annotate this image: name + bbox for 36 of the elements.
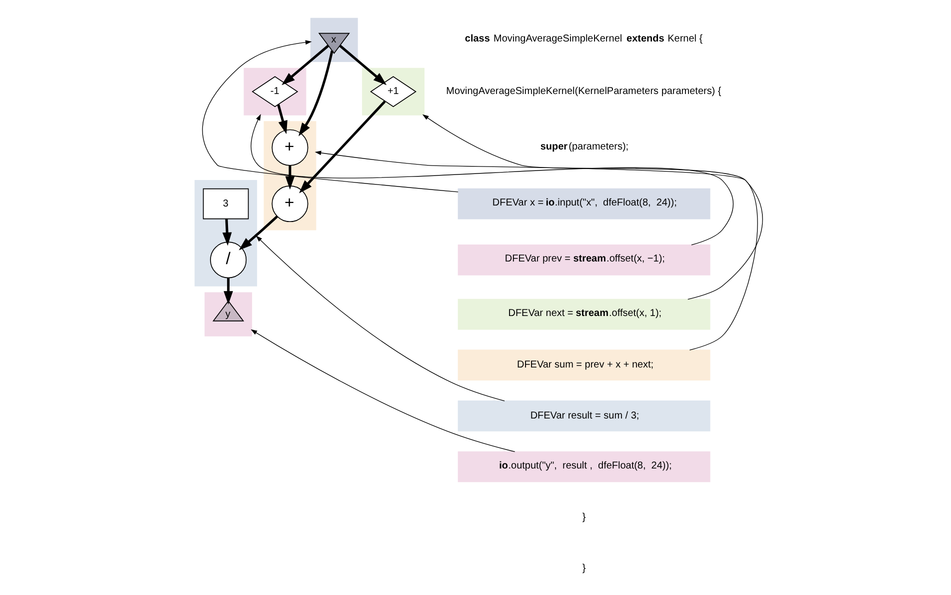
cluster (194, 180, 258, 286)
node-circle: + (272, 186, 308, 222)
arrow (256, 236, 505, 402)
label: } (582, 562, 586, 574)
node-box: DFEVar next = stream.offset(x, 1); (458, 298, 710, 330)
arrow (238, 216, 278, 250)
label: class MovingAverageSimpleKernel extends Kernel { (464, 34, 703, 45)
node-box: 3 (202, 188, 249, 220)
arrow (250, 329, 516, 452)
node-diamond: +1 (370, 76, 417, 108)
arrow (282, 44, 330, 86)
node-box: io.output("y", result , dfeFloat(8, 24)); (458, 451, 710, 482)
node-circle: + (272, 129, 308, 166)
arrow (422, 114, 763, 300)
node-diamond: -1 (252, 76, 298, 108)
node-box: DFEVar x = io.input("x", dfeFloat(8, 24)); (458, 188, 710, 220)
label: MovingAverageSimpleKernel(KernelParameters parameters) { (446, 86, 722, 98)
arrow (314, 150, 758, 350)
arrow (339, 44, 387, 86)
arrow (299, 100, 386, 194)
arrow (202, 40, 458, 192)
arrow (298, 50, 334, 136)
node-box: DFEVar sum = prev + x + next; (458, 350, 710, 381)
arrow (250, 114, 734, 246)
node-circle: / (210, 242, 247, 278)
node-box: DFEVar prev = stream.offset(x, −1); (458, 244, 710, 276)
arrow (285, 165, 295, 190)
cluster (244, 68, 306, 116)
arrow (224, 278, 233, 304)
arrow (277, 104, 288, 134)
label: super(parameters); (540, 141, 629, 152)
cluster (362, 68, 425, 116)
arrow (222, 218, 232, 246)
node-box: DFEVar result = sum / 3; (458, 400, 710, 432)
cluster (310, 18, 358, 62)
label: } (582, 512, 586, 524)
